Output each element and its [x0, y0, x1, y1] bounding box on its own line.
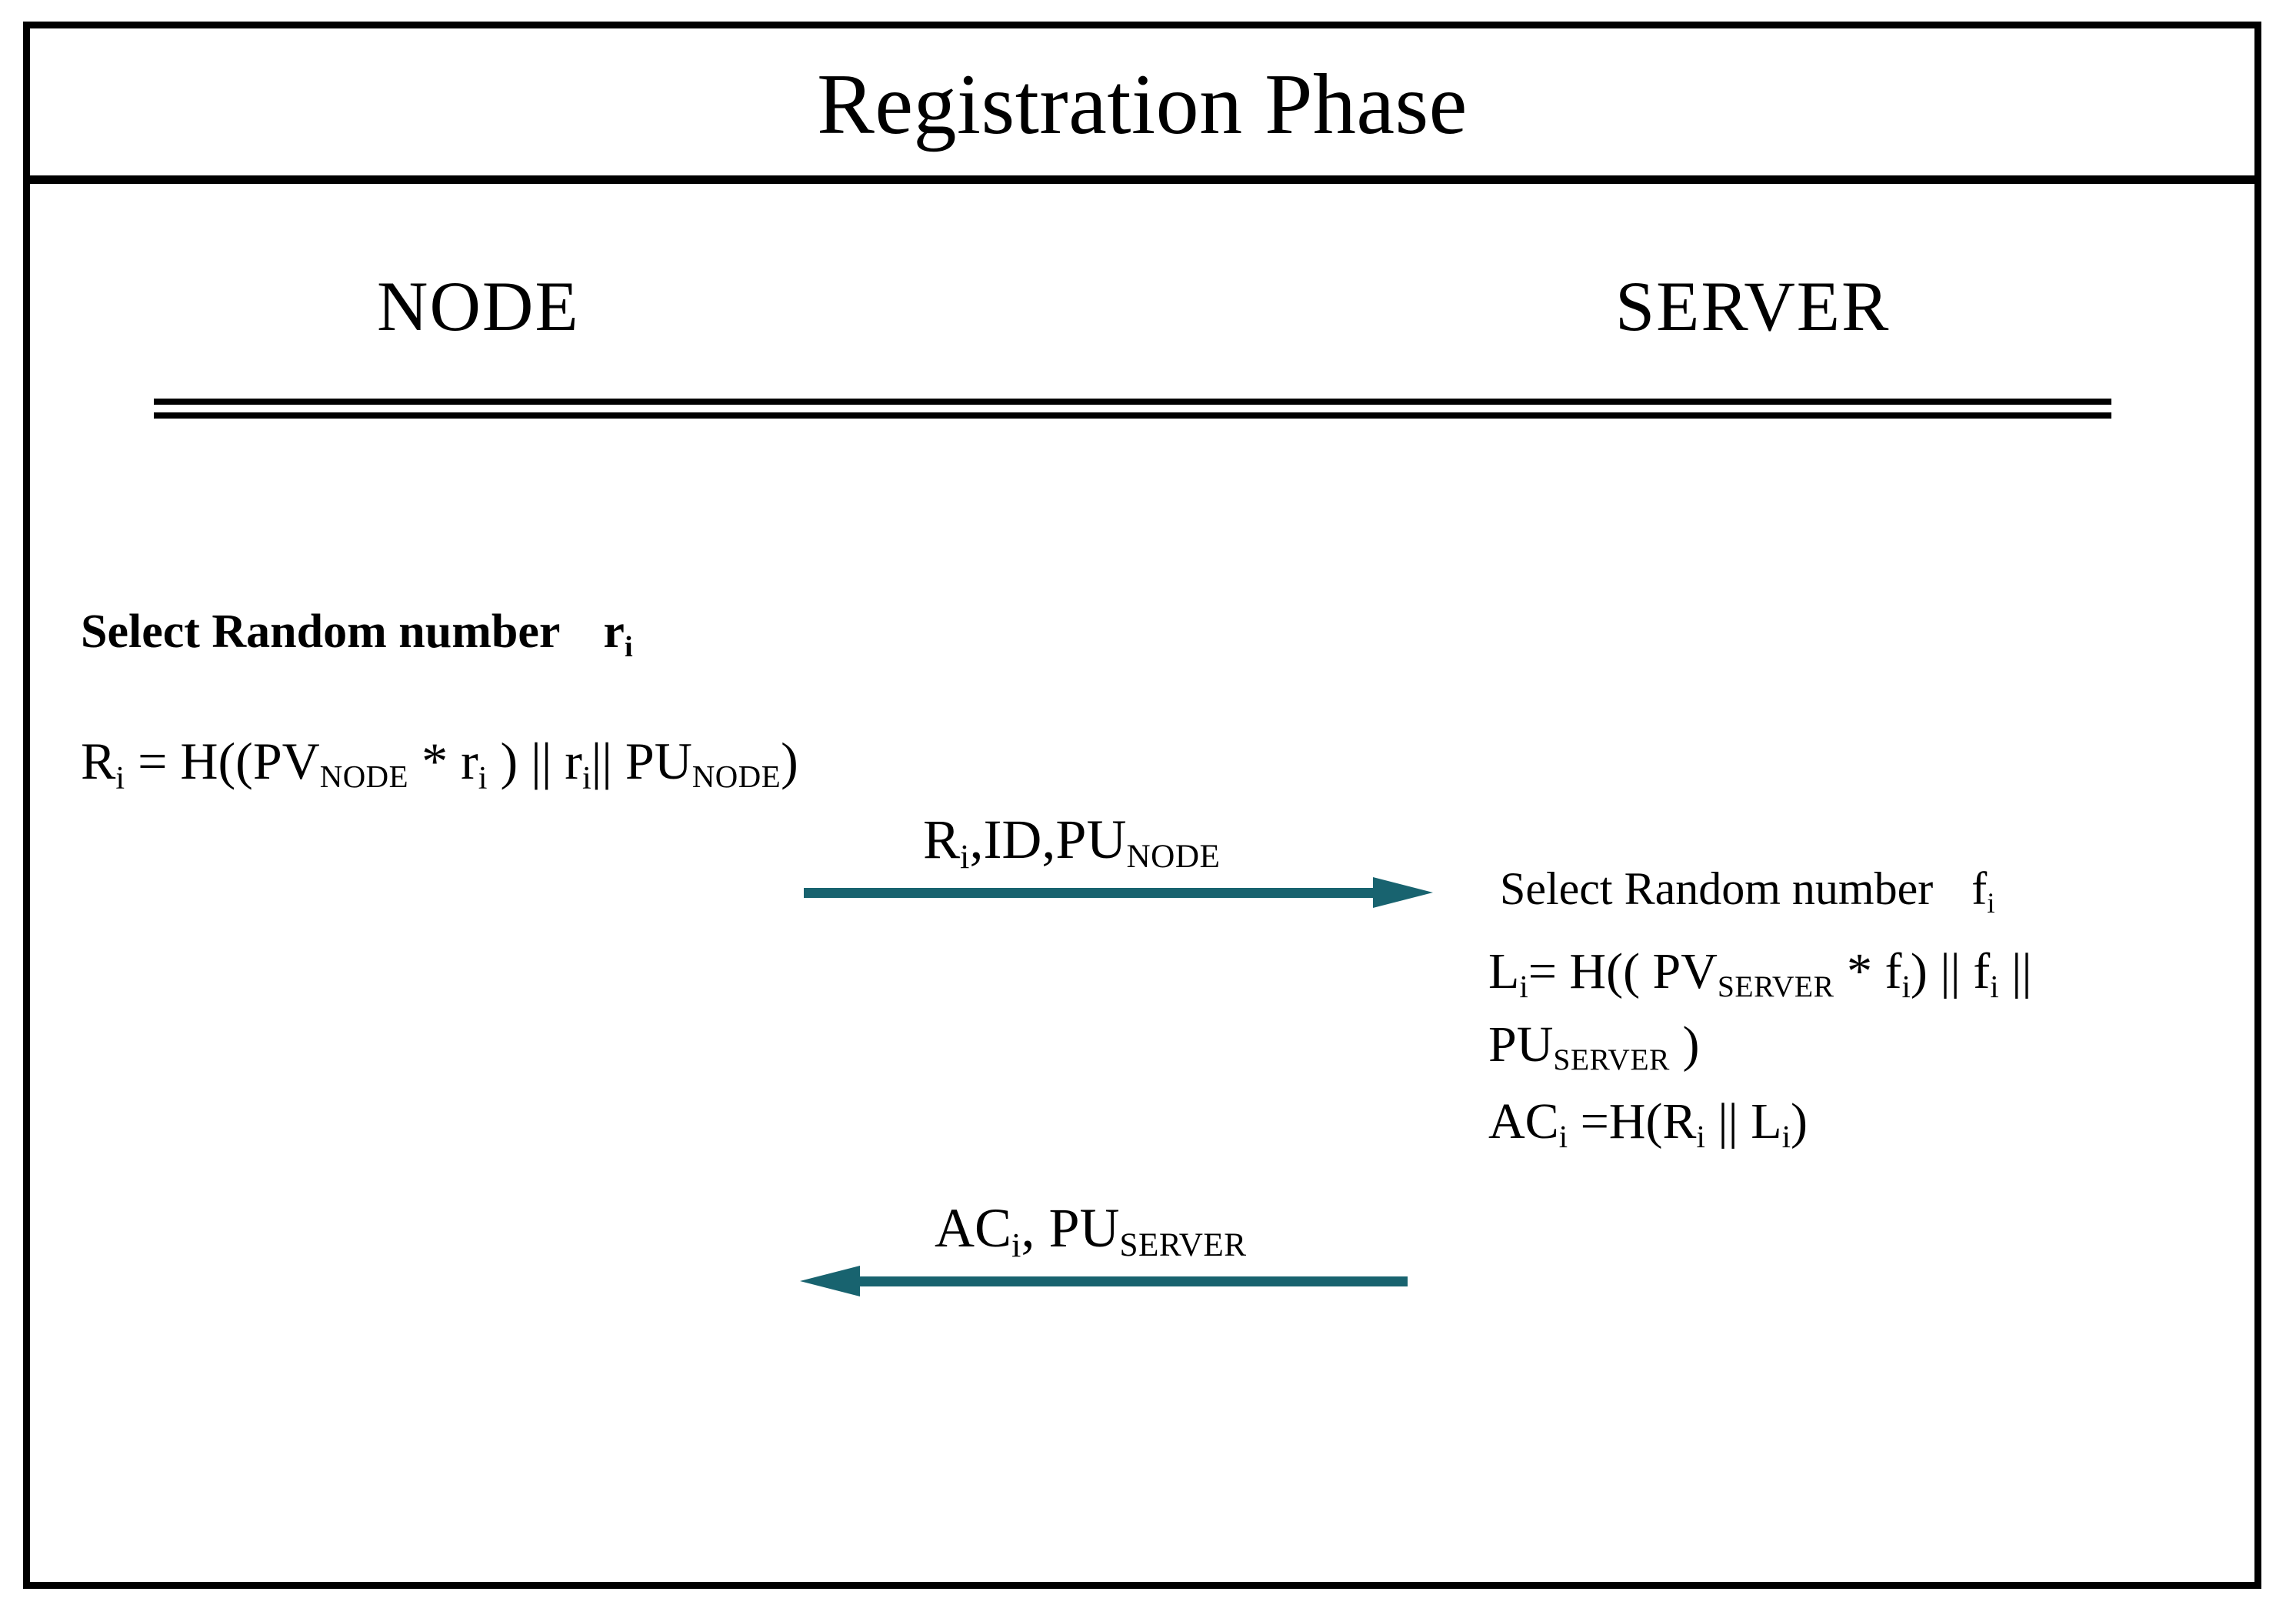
title-divider-rule [30, 175, 2254, 184]
server-eq-pu-sub: SERVER [1553, 1043, 1670, 1077]
message-1-r: R [923, 809, 961, 870]
message-2-mid: , PU [1021, 1197, 1120, 1259]
server-eq-mul: * f [1834, 943, 1902, 999]
message-2-arrowhead-icon [800, 1266, 860, 1296]
node-eq-r2-sub: i [581, 759, 591, 796]
server-ac-mid: || L [1705, 1093, 1782, 1150]
server-eq-f-sub: i [1901, 969, 1911, 1005]
node-eq-pu-sub: NODE [691, 759, 781, 795]
message-2-arrow-shaft [857, 1276, 1408, 1286]
message-1-arrow-right [804, 877, 1433, 908]
message-2-ac: AC [935, 1197, 1012, 1259]
node-select-random-label: Select Random number [81, 606, 561, 658]
server-ac-close: ) [1790, 1093, 1808, 1150]
server-equation-li-line2: PUSERVER ) [1488, 1016, 1700, 1075]
node-equation-ri: Ri = H((PVNODE * ri ) || ri|| PUNODE) [81, 732, 798, 794]
server-eq-pv-sub: SERVER [1717, 969, 1834, 1004]
message-1-mid: ,ID,PU [969, 809, 1127, 870]
server-eq-f2-sub: i [1990, 969, 1999, 1005]
node-eq-close: ) [781, 732, 798, 790]
server-ac-lhs-sub: i [1558, 1119, 1568, 1155]
server-ac-l-sub: i [1781, 1119, 1791, 1155]
message-1-arrow-shaft [804, 888, 1385, 898]
node-eq-pv-sub: NODE [319, 759, 409, 795]
server-equation-li-line1: Li= H(( PVSERVER * fi) || fi || [1488, 943, 2032, 1003]
lifeline-double-rule [154, 399, 2111, 419]
message-1-r-sub: i [960, 837, 970, 876]
server-eq-l-op: = H(( PV [1528, 943, 1718, 999]
lifeline-rule-top [154, 399, 2111, 405]
server-ac-r-sub: i [1696, 1119, 1705, 1155]
node-eq-r-sub: i [478, 759, 488, 796]
message-1-arrowhead-icon [1373, 877, 1433, 908]
server-eq-l-lhs-sub: i [1519, 969, 1528, 1005]
server-eq-pu: PU [1488, 1016, 1554, 1073]
node-select-random-statement: Select Random number ri [81, 606, 633, 662]
column-header-node: NODE [377, 267, 580, 345]
server-select-random-statement: Select Random number fi [1500, 863, 1995, 918]
node-random-symbol: r [603, 606, 625, 658]
server-eq-tail: || [1998, 943, 2032, 999]
server-ac-op: =H(R [1568, 1093, 1697, 1150]
message-1-pu-sub: NODE [1126, 839, 1221, 876]
server-select-random-label: Select Random number [1500, 863, 1934, 914]
server-eq-l-lhs: L [1488, 943, 1520, 999]
node-eq-mid: ) || r [487, 732, 582, 790]
node-eq-lhs-sub: i [115, 759, 125, 796]
node-eq-concat: || PU [591, 732, 692, 790]
server-eq-pu-close: ) [1669, 1016, 1700, 1073]
server-random-symbol-sub: i [1987, 888, 1995, 920]
message-2-pu-sub: SERVER [1119, 1227, 1247, 1264]
server-random-symbol: f [1971, 863, 1988, 914]
message-1-label: Ri,ID,PUNODE [923, 809, 1220, 874]
lifeline-rule-bottom [154, 412, 2111, 419]
message-2-ac-sub: i [1011, 1226, 1021, 1265]
diagram-outer-frame [23, 22, 2261, 1589]
column-header-server: SERVER [1615, 267, 1891, 345]
message-2-arrow-left [800, 1266, 1408, 1296]
server-ac-lhs: AC [1488, 1093, 1559, 1150]
node-eq-op: = H((PV [125, 732, 320, 790]
node-eq-mul: * r [408, 732, 478, 790]
server-equation-aci: ACi =H(Ri || Li) [1488, 1093, 1808, 1153]
message-2-label: ACi, PUSERVER [935, 1197, 1247, 1263]
diagram-title: Registration Phase [817, 57, 1468, 152]
diagram-title-band: Registration Phase [30, 28, 2254, 181]
node-random-symbol-sub: i [624, 630, 633, 663]
server-eq-close-paren: ) || f [1910, 943, 1991, 999]
node-eq-lhs: R [81, 732, 116, 790]
